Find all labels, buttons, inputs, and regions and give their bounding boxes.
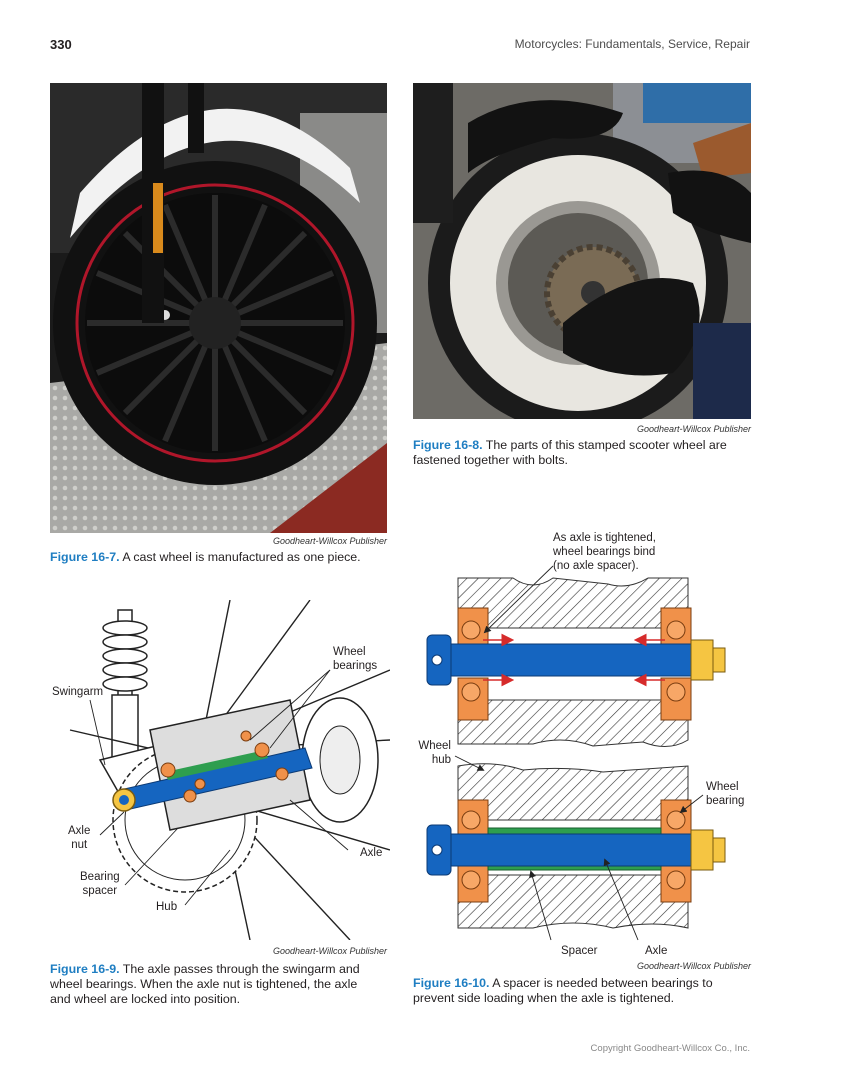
label-bearing-spacer-l2: spacer [82,885,118,897]
fig9-credit: Goodheart-Willcox Publisher [273,946,387,956]
fig8-caption: Figure 16-8. The parts of this stamped s… [413,438,758,468]
fig8-caption-line1: The parts of this stamped scooter wheel … [485,438,727,452]
label-no-spacer-note: As axle is tightened, wheel bearings bin… [553,531,656,573]
label-axle-nut-l2: nut [71,839,88,851]
fig10-caption: Figure 16-10. A spacer is needed between… [413,976,758,1006]
fig10-number: Figure 16-10. [413,976,490,990]
page-number: 330 [50,37,72,52]
label-wheel-bearing: Wheel bearing [706,780,744,808]
axle-assembly-illustration: Wheel bearings Swingarm Axle nut Axle Be… [50,599,391,941]
fig9-caption-line3: and wheel are locked into position. [50,992,241,1006]
label-swingarm: Swingarm [52,686,104,698]
label-bearing-spacer: Bearing spacer [80,870,120,898]
label-wheel-bearing-l2: bearing [706,795,745,807]
fig7-caption-text: A cast wheel is manufactured as one piec… [122,550,361,564]
fig9-caption-line2: wheel bearings. When the axle nut is tig… [50,977,358,991]
fig10-caption-line2: prevent side loading when the axle is ti… [413,991,675,1005]
fig8-credit: Goodheart-Willcox Publisher [637,424,751,434]
fig7-number: Figure 16-7. [50,550,120,564]
fig10-credit: Goodheart-Willcox Publisher [637,961,751,971]
label-wheel-bearings-l2: bearings [333,660,378,672]
fig8-caption-line2: fastened together with bolts. [413,453,568,467]
fig8-number: Figure 16-8. [413,438,483,452]
label-wheel-hub: Wheel hub [415,739,451,767]
copyright-footer: Copyright Goodheart-Willcox Co., Inc. [590,1043,750,1054]
label-note-l2: wheel bearings bind [553,546,656,558]
fig9-caption-line1: The axle passes through the swingarm and [122,962,360,976]
scooter-wheel-photo [413,83,751,419]
label-note-l1: As axle is tightened, [553,532,656,544]
label-wheel-hub-l1: Wheel [418,740,451,752]
label-bearing-spacer-l1: Bearing [80,871,120,883]
label-axle-nut: Axle nut [68,824,90,852]
label-wheel-bearings: Wheel bearings [333,645,377,673]
spacer-diagram: As axle is tightened, wheel bearings bin… [413,530,751,960]
label-wheel-bearing-l1: Wheel [706,781,739,793]
fig7-caption: Figure 16-7. A cast wheel is manufacture… [50,550,390,565]
cast-wheel-photo [50,83,387,533]
label-spacer: Spacer [561,945,598,957]
label-axle: Axle [360,847,383,859]
running-head: Motorcycles: Fundamentals, Service, Repa… [514,37,750,51]
label-wheel-bearings-l1: Wheel [333,646,366,658]
label-note-l3: (no axle spacer). [553,560,639,572]
label-axle-nut-l1: Axle [68,825,91,837]
label-wheel-hub-l2: hub [431,754,451,766]
label-hub: Hub [156,901,178,913]
fig10-caption-line1: A spacer is needed between bearings to [492,976,713,990]
label-axle-10: Axle [645,945,668,957]
fig9-number: Figure 16-9. [50,962,120,976]
fig7-credit: Goodheart-Willcox Publisher [273,536,387,546]
fig9-caption: Figure 16-9. The axle passes through the… [50,962,395,1007]
